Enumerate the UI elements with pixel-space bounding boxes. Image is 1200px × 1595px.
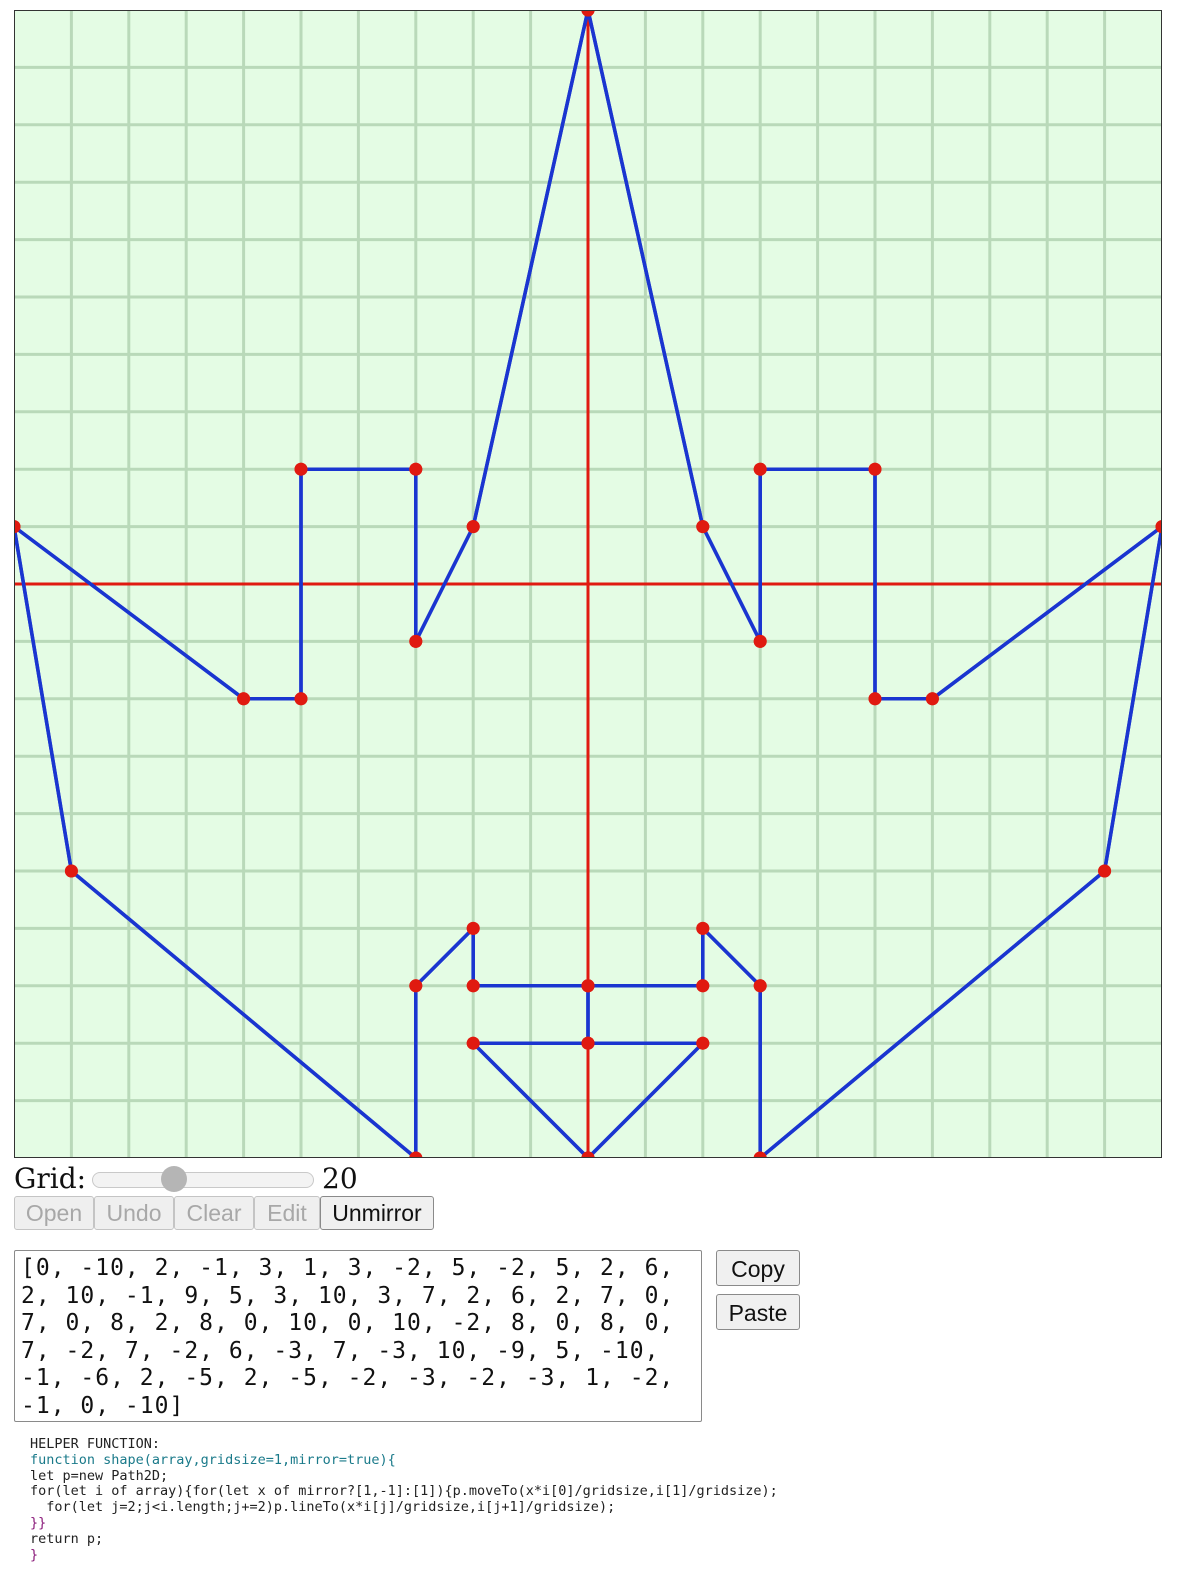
- shape-point: [409, 1151, 423, 1158]
- shape-path: [14, 10, 1162, 1158]
- shape-array-textarea[interactable]: [0, -10, 2, -1, 3, 1, 3, -2, 5, -2, 5, 2…: [14, 1250, 702, 1422]
- helper-line: for(let j=2;j<i.length;j+=2)p.lineTo(x*i…: [30, 1499, 616, 1516]
- helper-line: }: [30, 1546, 39, 1563]
- shape-point: [753, 979, 767, 993]
- shape-point: [466, 921, 480, 935]
- shape-point: [753, 1151, 767, 1158]
- helper-line: let p=new Path2D;: [30, 1467, 169, 1484]
- grid-slider-thumb[interactable]: [160, 1166, 187, 1192]
- shape-point: [237, 692, 251, 706]
- shape-point: [696, 921, 710, 935]
- grid-slider-track[interactable]: [92, 1172, 314, 1188]
- shape-point: [409, 634, 423, 648]
- helper-title: HELPER FUNCTION:: [30, 1436, 161, 1452]
- shape-point: [868, 692, 882, 706]
- grid-label: Grid:: [14, 1162, 87, 1195]
- copy-button[interactable]: Copy: [716, 1250, 800, 1286]
- shape-point: [14, 520, 21, 534]
- shape-point: [868, 462, 882, 476]
- drawing-canvas[interactable]: [14, 10, 1162, 1158]
- open-button[interactable]: Open: [14, 1196, 94, 1230]
- shape-point: [753, 634, 767, 648]
- shape-point: [466, 979, 480, 993]
- shape-point: [409, 979, 423, 993]
- unmirror-button[interactable]: Unmirror: [320, 1196, 434, 1230]
- shape-point: [1098, 864, 1112, 878]
- helper-function-code: HELPER FUNCTION:function shape(array,gri…: [30, 1436, 1180, 1563]
- grid-controls: Grid: 20: [14, 1162, 614, 1196]
- canvas-border: [14, 10, 1162, 1158]
- grid-value: 20: [322, 1162, 358, 1195]
- shape-point: [753, 462, 767, 476]
- shape-point: [294, 692, 308, 706]
- shape-point: [696, 1036, 710, 1050]
- shape-point: [581, 10, 595, 17]
- helper-line: return p;: [30, 1530, 104, 1547]
- paste-button[interactable]: Paste: [716, 1294, 800, 1330]
- drawing-canvas-svg[interactable]: [14, 10, 1162, 1158]
- shape-point: [581, 979, 595, 993]
- clear-button[interactable]: Clear: [174, 1196, 254, 1230]
- shape-point: [409, 462, 423, 476]
- shape-point: [696, 520, 710, 534]
- shape-point: [1155, 520, 1162, 534]
- shape-point: [696, 979, 710, 993]
- grid-slider[interactable]: [92, 1166, 314, 1192]
- shape-point: [581, 1151, 595, 1158]
- shape-point: [466, 1036, 480, 1050]
- shape-point: [466, 520, 480, 534]
- shape-point: [294, 462, 308, 476]
- helper-line: for(let i of array){for(let x of mirror?…: [30, 1483, 778, 1500]
- shape-point: [64, 864, 78, 878]
- helper-line: function shape(array,gridsize=1,mirror=t…: [30, 1451, 396, 1468]
- shape-point: [925, 692, 939, 706]
- shape-point: [581, 1036, 595, 1050]
- helper-line: }}: [30, 1514, 47, 1531]
- edit-button[interactable]: Edit: [254, 1196, 320, 1230]
- undo-button[interactable]: Undo: [94, 1196, 174, 1230]
